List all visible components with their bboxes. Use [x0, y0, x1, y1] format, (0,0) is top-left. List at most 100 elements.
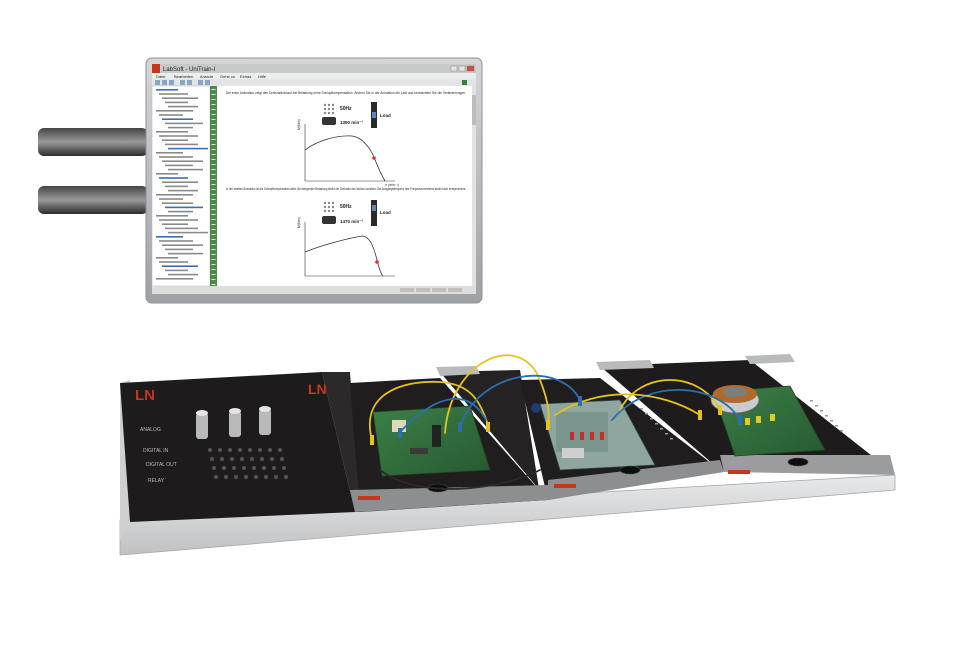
tree-item[interactable] [159, 135, 198, 137]
menu-edit[interactable]: Bearbeiten [174, 74, 193, 79]
tree-item[interactable] [168, 252, 203, 255]
tree-item[interactable] [156, 131, 188, 133]
tree-item[interactable] [162, 265, 198, 267]
tree-item[interactable] [165, 227, 198, 230]
tree-item[interactable] [156, 110, 193, 112]
load-slider-knob[interactable] [372, 112, 376, 118]
socket[interactable] [228, 448, 232, 452]
tree-item[interactable] [165, 101, 188, 104]
socket[interactable] [240, 457, 244, 461]
socket[interactable] [268, 448, 272, 452]
tree-item[interactable] [162, 223, 188, 225]
tree-item[interactable] [156, 257, 178, 259]
load-slider-2[interactable] [371, 200, 377, 226]
tree-item[interactable] [159, 93, 188, 95]
tree-item[interactable] [165, 164, 193, 167]
tree-item[interactable] [168, 189, 198, 192]
toolbar-icons[interactable] [155, 80, 467, 85]
tree-item[interactable] [165, 143, 198, 146]
tree-item[interactable] [165, 269, 188, 272]
tree-item[interactable] [156, 215, 188, 217]
socket[interactable] [252, 466, 256, 470]
socket[interactable] [232, 466, 236, 470]
tree-item[interactable] [165, 248, 193, 251]
tree-item[interactable] [156, 152, 183, 154]
socket[interactable] [258, 448, 262, 452]
tree-item[interactable] [156, 194, 193, 196]
menu-view[interactable]: Ansicht [200, 74, 214, 79]
tree-item[interactable] [168, 210, 193, 213]
socket[interactable] [284, 475, 288, 479]
socket[interactable] [254, 475, 258, 479]
menu-file[interactable]: Datei [156, 74, 165, 79]
bnc-connectors[interactable] [196, 406, 271, 439]
socket[interactable] [278, 448, 282, 452]
load-slider-knob-2[interactable] [372, 205, 376, 211]
menu-goto[interactable]: Gehe zu [220, 74, 235, 79]
socket[interactable] [238, 448, 242, 452]
socket[interactable] [208, 448, 212, 452]
scrollbar-thumb[interactable] [472, 95, 476, 125]
tree-item[interactable] [162, 244, 203, 246]
tree-item[interactable] [168, 105, 198, 108]
tree-item[interactable] [156, 173, 178, 175]
maximize-icon[interactable] [458, 65, 466, 72]
patch-cables[interactable] [369, 354, 741, 490]
tree-item[interactable] [159, 114, 183, 116]
socket[interactable] [280, 457, 284, 461]
tree-item[interactable] [159, 261, 188, 263]
socket[interactable] [214, 475, 218, 479]
tree-item[interactable] [165, 185, 188, 188]
splitter-mark [211, 149, 216, 150]
socket[interactable] [272, 466, 276, 470]
socket[interactable] [244, 475, 248, 479]
tree-item[interactable] [168, 147, 208, 150]
window-titlebar[interactable] [152, 64, 476, 73]
socket[interactable] [210, 457, 214, 461]
tree-item[interactable] [162, 139, 188, 141]
socket[interactable] [282, 466, 286, 470]
menu-extras[interactable]: Extras [240, 74, 251, 79]
scrollbar[interactable] [472, 86, 476, 286]
tree-item[interactable] [168, 126, 193, 129]
tree-item[interactable] [165, 206, 203, 209]
logo-ln-1: LN [135, 387, 155, 404]
tree-item[interactable] [165, 122, 203, 125]
tree-item[interactable] [156, 278, 193, 280]
tree-item[interactable] [156, 236, 183, 238]
socket[interactable] [242, 466, 246, 470]
tree-item[interactable] [168, 168, 203, 171]
tree-item[interactable] [162, 160, 203, 162]
tree-item[interactable] [156, 89, 178, 91]
socket[interactable] [230, 457, 234, 461]
socket[interactable] [224, 475, 228, 479]
tree-item[interactable] [162, 181, 198, 183]
socket[interactable] [264, 475, 268, 479]
socket[interactable] [262, 466, 266, 470]
minimize-icon[interactable] [450, 65, 458, 72]
pane-splitter[interactable] [210, 86, 217, 286]
socket[interactable] [248, 448, 252, 452]
digital-sockets[interactable] [208, 448, 288, 479]
socket[interactable] [234, 475, 238, 479]
close-icon[interactable] [466, 65, 475, 72]
tree-item[interactable] [159, 240, 193, 242]
tree-item[interactable] [159, 156, 193, 158]
tree-item[interactable] [162, 97, 198, 99]
tree-item[interactable] [162, 202, 193, 204]
tree-item[interactable] [162, 118, 193, 120]
socket[interactable] [220, 457, 224, 461]
socket[interactable] [218, 448, 222, 452]
tree-item[interactable] [159, 198, 183, 200]
tree-item[interactable] [159, 219, 198, 221]
socket[interactable] [250, 457, 254, 461]
socket[interactable] [260, 457, 264, 461]
socket[interactable] [274, 475, 278, 479]
socket[interactable] [222, 466, 226, 470]
socket[interactable] [270, 457, 274, 461]
menu-help[interactable]: Hilfe [258, 74, 267, 79]
tree-item[interactable] [168, 273, 198, 276]
tree-item[interactable] [168, 231, 208, 234]
socket[interactable] [212, 466, 216, 470]
tree-item[interactable] [159, 177, 188, 179]
